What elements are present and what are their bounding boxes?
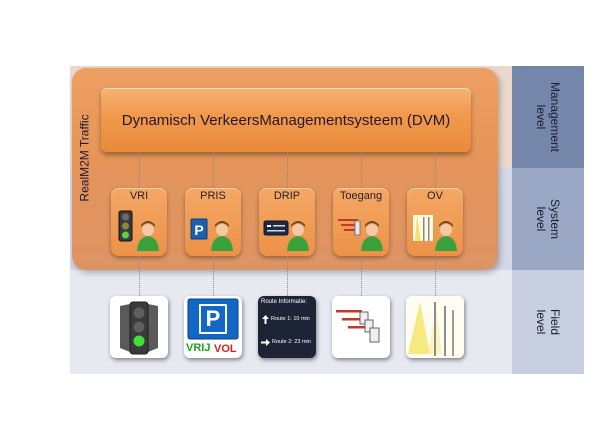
field-tile-lighting[interactable]: [406, 296, 464, 358]
svg-text:P: P: [194, 222, 203, 238]
dvm-box: Dynamisch VerkeersManagementsysteem (DVM…: [101, 88, 471, 152]
field-level-line1: Field: [547, 308, 562, 336]
barrier-operator-icon: [338, 219, 383, 251]
connector-drip-field: [287, 256, 288, 296]
parking-operator-icon: P: [190, 218, 233, 251]
system-box-drip[interactable]: DRIP: [259, 188, 315, 256]
field-level-line2: level: [533, 309, 548, 335]
system-level-line1: System: [547, 198, 562, 240]
connector-vri-field: [139, 256, 140, 296]
system-box-toegang[interactable]: Toegang: [333, 188, 389, 256]
system-label-pris: PRIS: [200, 190, 226, 202]
drip-route1: Route 1: 10 min: [271, 316, 310, 322]
management-level-line1: Management: [547, 81, 562, 153]
system-box-vri[interactable]: VRI: [111, 188, 167, 256]
system-label-ov: OV: [427, 190, 443, 202]
system-box-ov[interactable]: OV: [407, 188, 463, 256]
parking-letter: P: [205, 306, 221, 331]
field-tile-barrier[interactable]: [332, 296, 390, 358]
connector-dvm-pris: [213, 152, 214, 188]
parking-free-text: VRIJ: [186, 342, 211, 354]
connector-ov-field: [435, 256, 436, 296]
system-label-vri: VRI: [129, 190, 149, 202]
connector-dvm-vri: [139, 152, 140, 188]
dvm-title: Dynamisch VerkeersManagementsysteem (DVM…: [121, 111, 451, 129]
parking-sign-icon: [187, 298, 239, 340]
connector-dvm-ov: [435, 152, 436, 188]
field-tile-parking[interactable]: P VRIJ VOL: [184, 296, 242, 358]
parking-full-text: VOL: [214, 343, 237, 355]
field-tile-traffic-light[interactable]: [110, 296, 168, 358]
connector-dvm-drip: [287, 152, 288, 188]
realm2m-side-label: RealM2M Traffic: [74, 78, 96, 238]
connector-pris-field: [213, 256, 214, 296]
traffic-light-icon: [120, 301, 158, 355]
system-box-pris[interactable]: PRIS P: [185, 188, 241, 256]
drip-title: Route Informatie:: [261, 299, 308, 305]
arrow-right-icon: [261, 339, 270, 346]
connector-dvm-toegang: [361, 152, 362, 188]
street-light-icon: [406, 296, 464, 358]
field-tile-drip[interactable]: Route Informatie: Route 1: 10 min Route …: [258, 296, 316, 358]
traffic-light-operator-icon: [118, 210, 159, 251]
drip-route2: Route 2: 23 min: [272, 339, 311, 345]
system-label-drip: DRIP: [273, 190, 301, 202]
system-label-toegang: Toegang: [339, 190, 383, 202]
management-level-line2: level: [533, 104, 548, 130]
barrier-gate-icon: [336, 310, 380, 343]
realm2m-side-text: RealM2M Traffic: [78, 114, 93, 202]
arrow-up-icon: [262, 315, 269, 324]
route-sign-operator-icon: [263, 220, 309, 251]
connector-toegang-field: [361, 256, 362, 296]
public-lighting-operator-icon: [413, 215, 457, 251]
system-level-line2: level: [533, 206, 548, 232]
